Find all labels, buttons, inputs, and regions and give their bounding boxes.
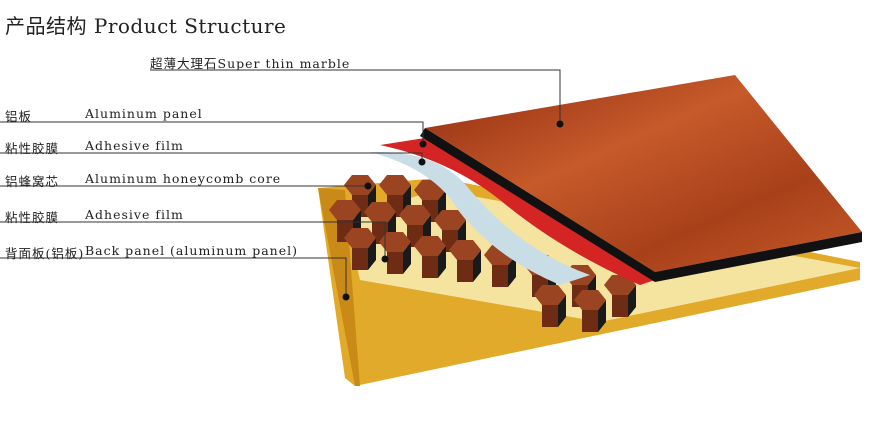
label-aluminum-panel-en: Aluminum panel	[85, 106, 203, 121]
label-back-panel-en: Back panel (aluminum panel)	[85, 243, 298, 258]
label-honeycomb-core-en: Aluminum honeycomb core	[85, 171, 282, 186]
honeycomb-cell	[574, 290, 606, 332]
honeycomb-core	[329, 175, 636, 332]
honeycomb-cell	[604, 275, 636, 317]
aluminum-panel	[380, 138, 655, 285]
label-adhesive-film-2-cn: 粘性胶膜	[5, 210, 60, 225]
leader-lines	[0, 69, 561, 297]
label-aluminum-panel-cn: 铝板	[5, 109, 33, 124]
honeycomb-cell	[344, 175, 376, 217]
marble-top	[420, 75, 862, 282]
honeycomb-cell	[379, 232, 411, 274]
label-adhesive-film-en: Adhesive film	[85, 138, 184, 153]
label-adhesive-film-2-en: Adhesive film	[85, 207, 184, 222]
adhesive-film	[370, 151, 590, 285]
label-super-thin-marble: 超薄大理石Super thin marble	[150, 56, 351, 71]
honeycomb-cell	[534, 285, 566, 327]
label-honeycomb-core-cn: 铝蜂窝芯	[5, 174, 60, 189]
honeycomb-cell	[414, 236, 446, 278]
honeycomb-cell	[344, 228, 376, 270]
label-adhesive-film-cn: 粘性胶膜	[5, 141, 60, 156]
label-back-panel-cn: 背面板(铝板)	[5, 246, 85, 261]
page-title: 产品结构 Product Structure	[5, 14, 287, 38]
leader-dots	[342, 120, 564, 301]
honeycomb-cell	[449, 240, 481, 282]
